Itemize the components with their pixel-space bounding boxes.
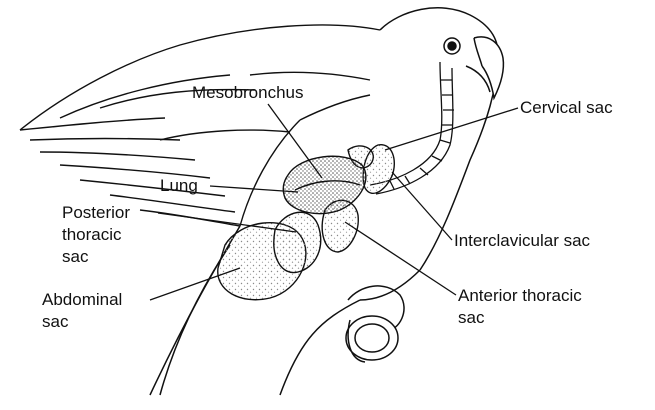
label-line: Anterior thoracic [458, 285, 582, 307]
label-line: thoracic [62, 224, 130, 246]
label-cervical-sac: Cervical sac [520, 97, 613, 119]
label-line: sac [62, 246, 130, 268]
label-line: sac [42, 311, 122, 333]
label-abdominal-sac: Abdominal sac [42, 289, 122, 333]
label-posterior-thoracic-sac: Posterior thoracic sac [62, 202, 130, 268]
air-sacs [218, 145, 395, 300]
label-line: Posterior [62, 202, 130, 224]
label-lung: Lung [160, 175, 198, 197]
label-anterior-thoracic-sac: Anterior thoracic sac [458, 285, 582, 329]
label-line: Abdominal [42, 289, 122, 311]
label-line: sac [458, 307, 582, 329]
label-mesobronchus: Mesobronchus [192, 82, 304, 104]
label-interclavicular-sac: Interclavicular sac [454, 230, 590, 252]
